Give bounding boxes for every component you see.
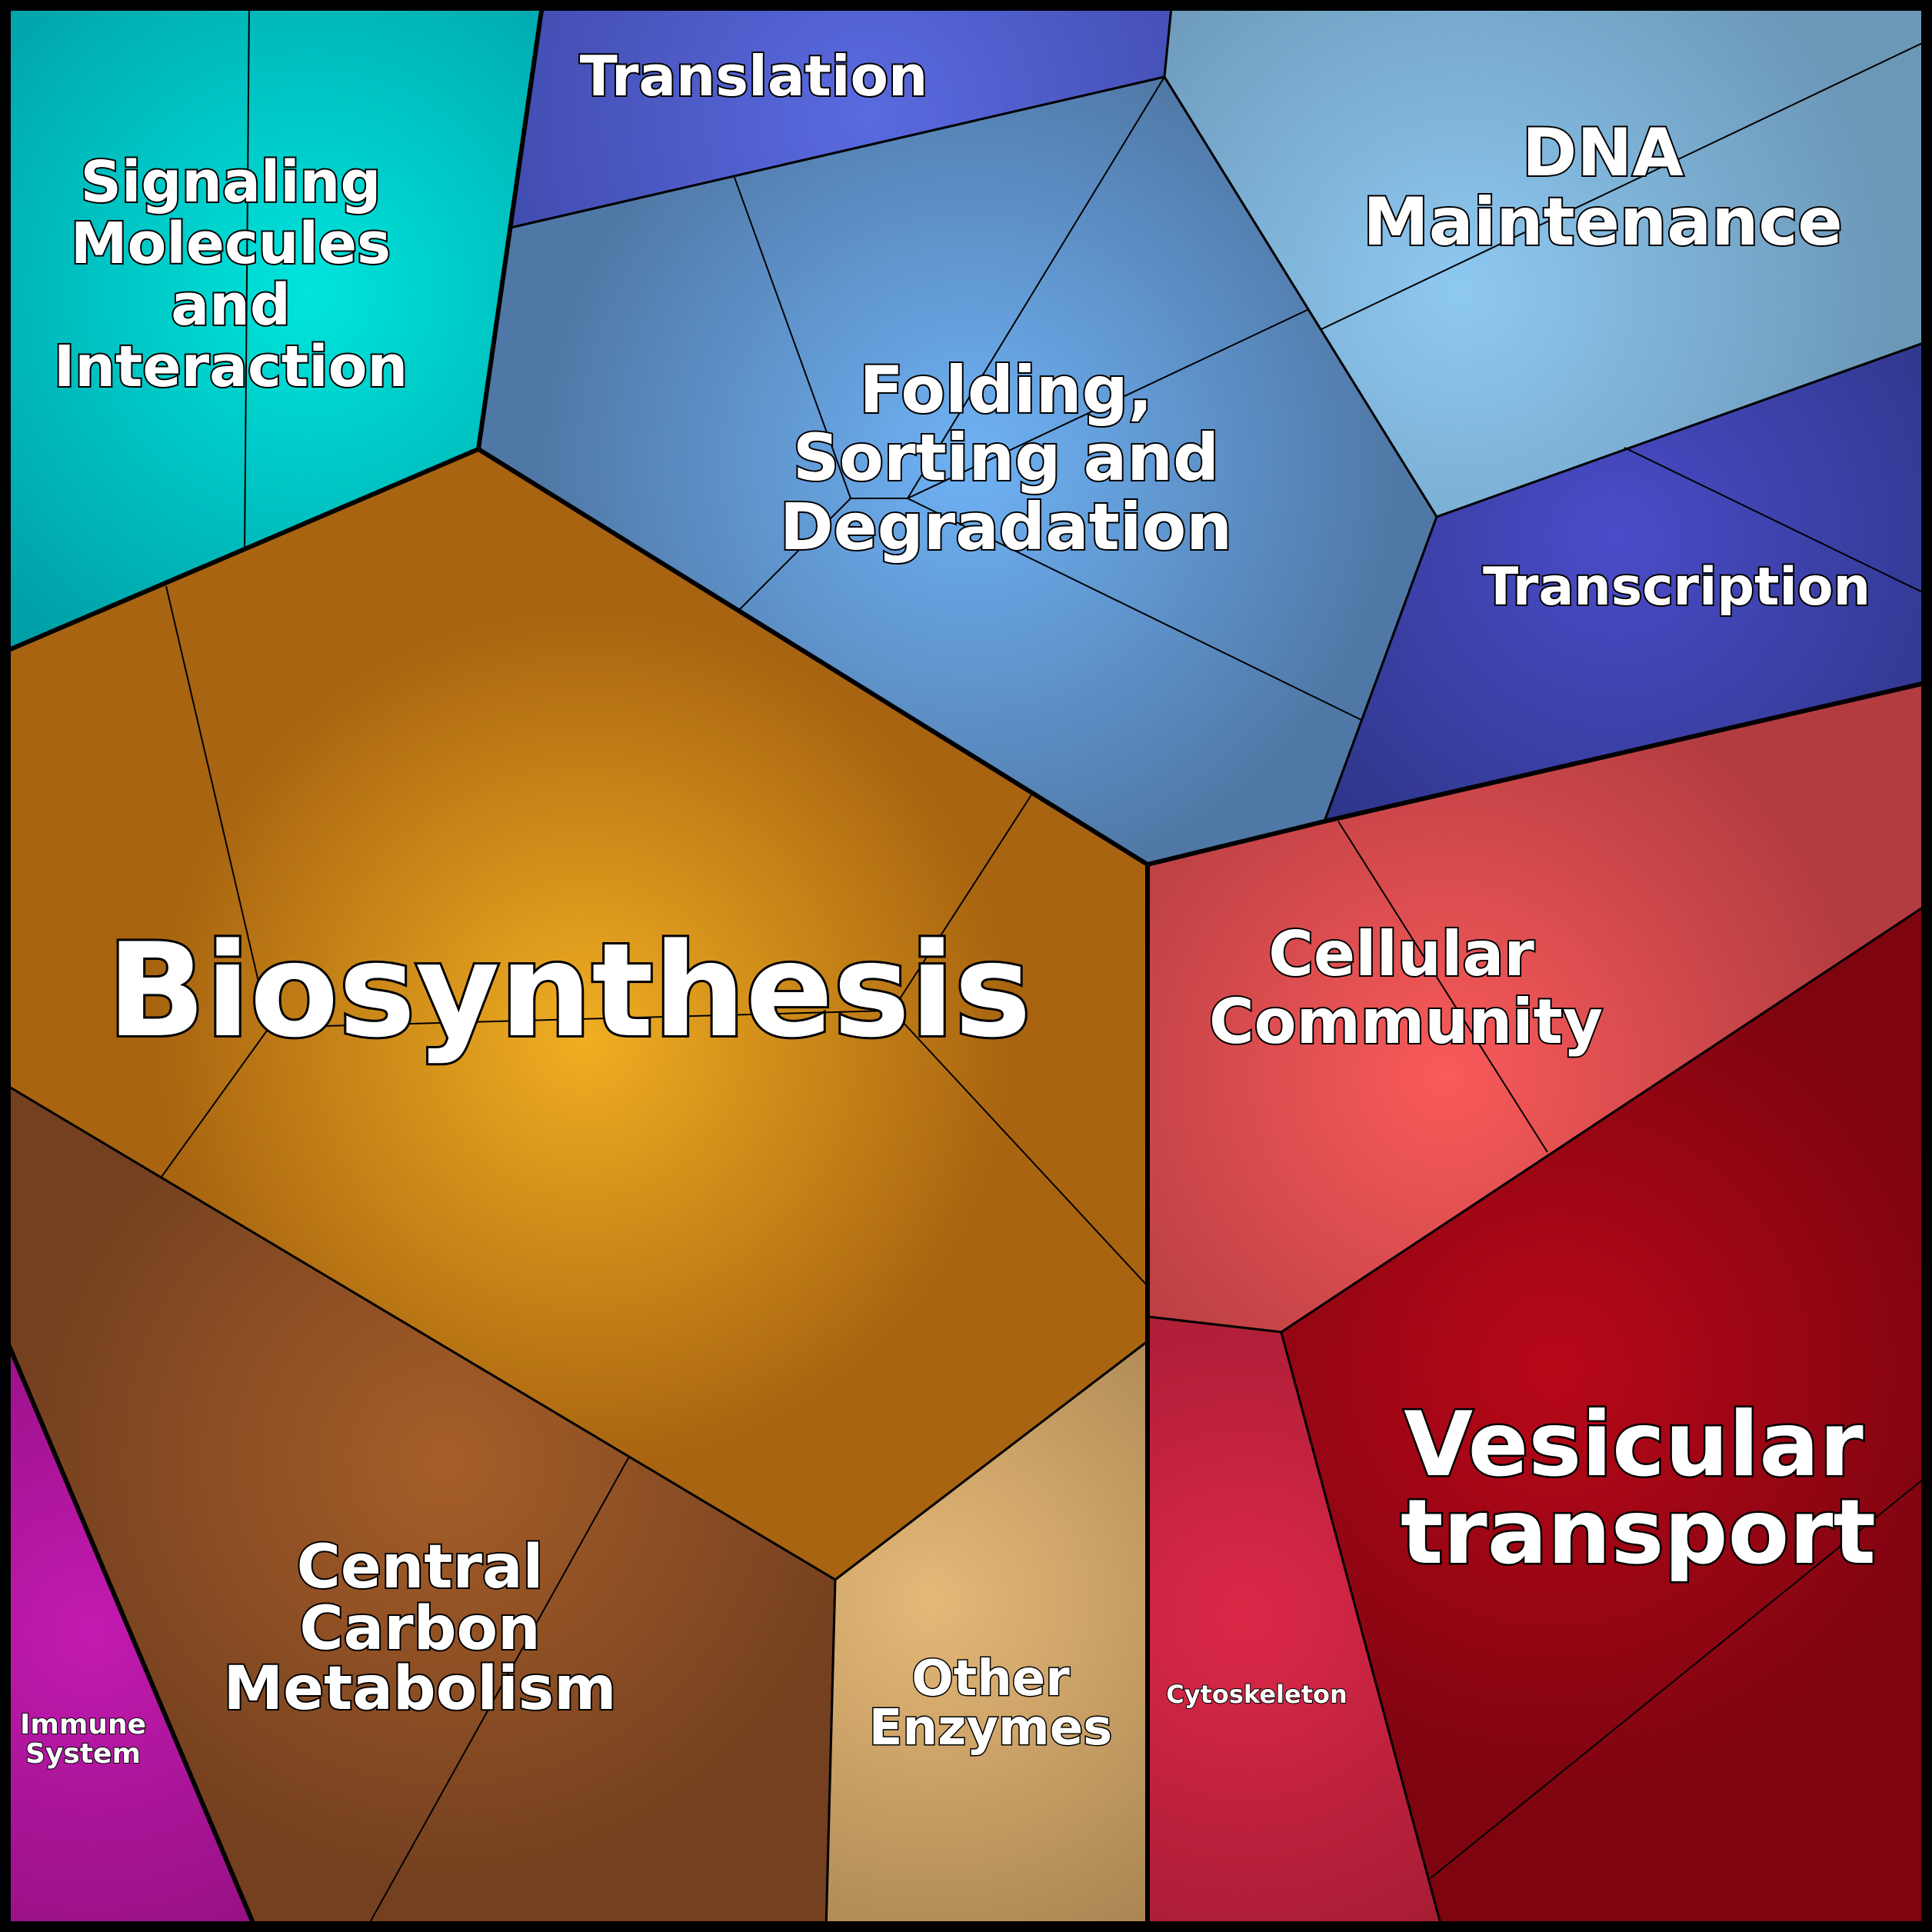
label-transcription: Transcription (1483, 557, 1870, 618)
label-biosynthesis: Biosynthesis (107, 915, 1031, 1066)
label-translation: Translation (580, 44, 928, 108)
label-cytoskeleton: Cytoskeleton (1166, 1680, 1347, 1709)
region-central-carbon (0, 1080, 837, 1932)
subregion-lines (161, 0, 1932, 1932)
region-other-enzymes (824, 1340, 1149, 1932)
region-vesicular (1280, 900, 1932, 1932)
